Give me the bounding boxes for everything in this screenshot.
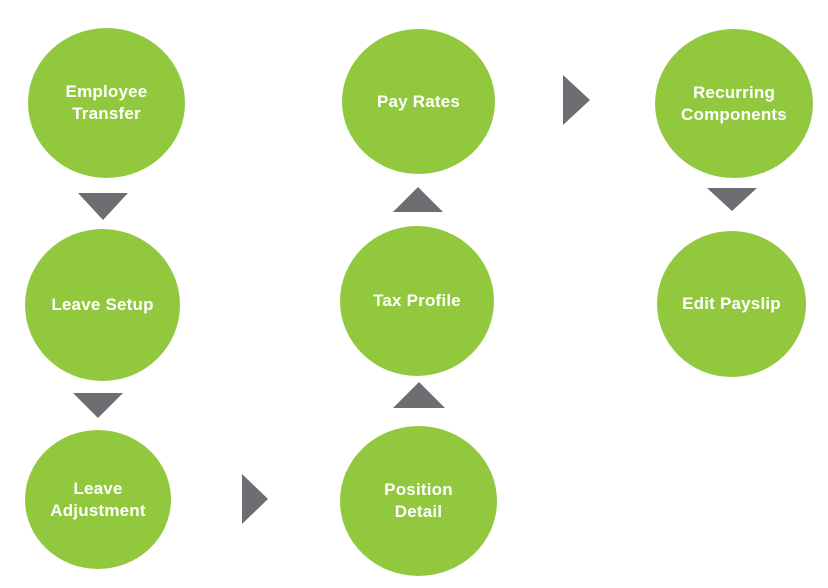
connector-down-arrow-3 xyxy=(707,188,757,211)
connector-right-arrow-1 xyxy=(242,474,268,524)
connector-down-arrow-2 xyxy=(73,393,123,418)
node-leave-setup-label: Leave Setup xyxy=(51,295,154,314)
connector-right-arrow-2 xyxy=(563,75,590,125)
node-tax-profile: Tax Profile xyxy=(340,226,494,376)
node-pay-rates-label: Pay Rates xyxy=(376,91,461,111)
node-position-detail-label: Position Detail xyxy=(384,480,453,521)
node-tax-profile-label: Tax Profile xyxy=(373,291,461,310)
node-employee-transfer-label: Employee Transfer xyxy=(65,82,148,123)
node-recurring-components: Recurring Components xyxy=(655,29,813,178)
node-recurring-components-label: Recurring Components xyxy=(681,82,787,124)
node-pay-rates: Pay Rates xyxy=(342,29,495,174)
node-edit-payslip-label: Edit Payslip xyxy=(682,294,781,313)
connector-up-arrow-2 xyxy=(393,187,443,212)
node-edit-payslip: Edit Payslip xyxy=(657,231,806,377)
node-leave-setup: Leave Setup xyxy=(25,229,180,381)
connector-down-arrow-1 xyxy=(78,193,128,220)
node-leave-adjustment-label: Leave Adjustment xyxy=(50,478,146,520)
node-leave-adjustment: Leave Adjustment xyxy=(25,430,171,569)
connector-up-arrow-1 xyxy=(393,382,445,408)
node-position-detail: Position Detail xyxy=(340,426,497,576)
node-employee-transfer: Employee Transfer xyxy=(28,28,185,178)
